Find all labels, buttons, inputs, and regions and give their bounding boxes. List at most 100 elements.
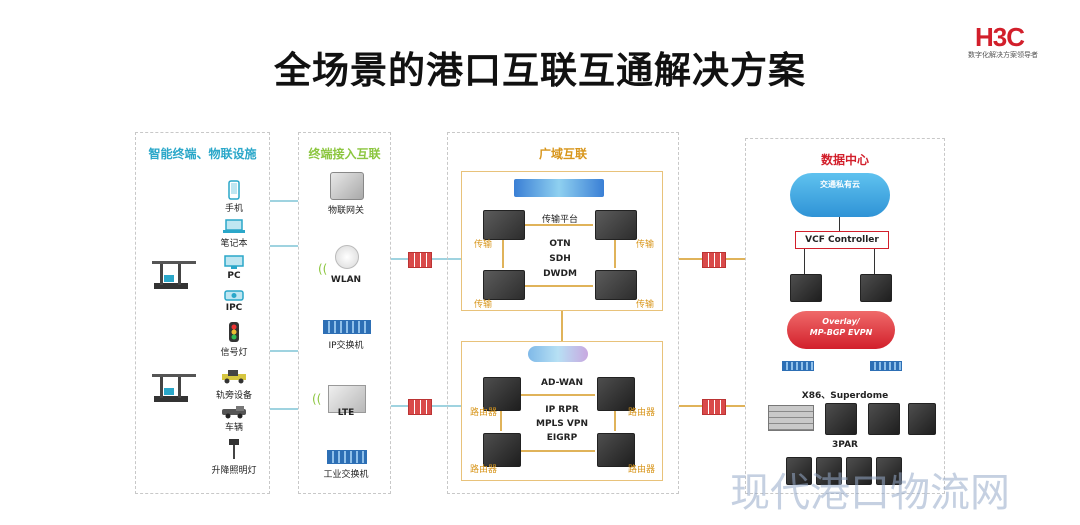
page-title: 全场景的港口互联互通解决方案	[274, 49, 806, 92]
access-label-industrial-switch: 工业交换机	[323, 470, 369, 480]
routing-link	[521, 394, 595, 396]
router-icon	[597, 433, 635, 467]
lamp-icon	[229, 439, 239, 459]
logo-tagline: 数字化解决方案领导者	[968, 51, 1038, 59]
routing-box	[461, 341, 663, 481]
transport-link	[525, 224, 593, 226]
superdome-server-icon	[868, 403, 900, 435]
firewall-icon	[702, 252, 726, 268]
h3c-logo: H3C	[975, 22, 1025, 52]
watermark: 现代港口物流网	[730, 470, 1010, 516]
superdome-server-icon	[908, 403, 936, 435]
lte-base-station-icon	[328, 385, 366, 413]
storage-array-icon	[816, 457, 842, 485]
storage-label: 3PAR	[832, 440, 858, 450]
wireless-signal-icon: ((	[318, 262, 328, 276]
transport-box	[461, 171, 663, 311]
access-label-ip-switch: IP交换机	[328, 341, 364, 351]
router-label: 路由器	[470, 465, 498, 475]
transport-node-label: 传输	[636, 300, 655, 310]
terminal-label-track: 轨旁设备	[215, 391, 252, 401]
router-label: 路由器	[628, 465, 656, 475]
ip-switch-icon	[323, 320, 371, 334]
terminal-label-phone: 手机	[224, 204, 243, 214]
leaf-switch-icon	[782, 361, 814, 371]
routing-tech-mpls-vpn: MPLS VPN	[536, 419, 588, 429]
iot-gateway-icon	[330, 172, 364, 200]
dc-link	[804, 249, 805, 274]
terminals-panel: 智能终端、物联设施	[135, 132, 270, 494]
camera-icon	[224, 290, 244, 301]
access-label-lte: LTE	[337, 408, 355, 418]
transport-node-label: 传输	[636, 240, 655, 250]
access-panel-title: 终端接入互联	[308, 147, 381, 161]
storage-array-icon	[786, 457, 812, 485]
traffic-light-icon	[229, 322, 239, 342]
overlay-label: Overlay/ MP-BGP EVPN	[809, 317, 873, 337]
spine-switch-icon	[790, 274, 822, 302]
routing-tech-ip-rpr: IP RPR	[545, 405, 579, 415]
transport-node-label: 传输	[474, 240, 493, 250]
transport-link	[614, 240, 616, 268]
servers-label: X86、Superdome	[801, 391, 889, 401]
access-label-wlan: WLAN	[330, 275, 362, 285]
vehicle-icon	[222, 406, 246, 419]
link-line	[270, 245, 298, 247]
transport-tech-sdh: SDH	[549, 254, 571, 264]
datacenter-panel-title: 数据中心	[820, 153, 869, 167]
router-label: 路由器	[628, 408, 656, 418]
transport-platform-label: 传输平台	[541, 215, 578, 225]
router-icon	[483, 377, 521, 411]
access-label-iot-gateway: 物联网关	[327, 206, 364, 216]
transport-link	[502, 240, 504, 268]
dc-link	[839, 217, 840, 231]
firewall-icon	[702, 399, 726, 415]
access-panel: 终端接入互联	[298, 132, 391, 494]
laptop-icon	[223, 219, 245, 233]
transport-node-label: 传输	[474, 300, 493, 310]
lte-signal-icon: ((	[312, 392, 322, 406]
transport-node-icon	[595, 210, 637, 240]
pc-icon	[224, 255, 244, 269]
storage-array-icon	[846, 457, 872, 485]
firewall-icon	[408, 252, 432, 268]
transport-node-icon	[595, 270, 637, 300]
link-line	[270, 408, 298, 410]
terminal-label-ipc: IPC	[225, 303, 243, 313]
transport-link	[525, 285, 593, 287]
overlay-cloud-icon	[787, 311, 895, 349]
terminals-panel-title: 智能终端、物联设施	[148, 147, 257, 161]
datacenter-panel: 数据中心	[745, 138, 945, 494]
wan-panel: 广域互联	[447, 132, 679, 494]
transport-tech-dwdm: DWDM	[543, 269, 577, 279]
vcf-controller-label: VCF Controller	[795, 231, 889, 249]
industrial-switch-icon	[327, 450, 367, 464]
routing-tech-eigrp: EIGRP	[546, 433, 578, 443]
x86-server-icon	[768, 405, 814, 431]
crane-icon	[152, 261, 196, 289]
dc-link	[874, 249, 875, 274]
routing-link	[500, 411, 502, 431]
firewall-icon	[408, 399, 432, 415]
transport-node-icon	[483, 210, 525, 240]
wan-panel-title: 广域互联	[538, 147, 587, 161]
router-label: 路由器	[470, 408, 498, 418]
transport-routing-link	[561, 311, 563, 341]
wan-cloud-icon	[528, 346, 588, 362]
track-device-icon	[222, 370, 246, 384]
router-icon	[483, 433, 521, 467]
link-line	[270, 350, 298, 352]
routing-tech-adwan: AD-WAN	[541, 378, 583, 388]
routing-link	[521, 450, 595, 452]
phone-icon	[228, 180, 240, 200]
link-line	[270, 200, 298, 202]
terminal-label-lamp: 升降照明灯	[211, 466, 257, 476]
router-icon	[597, 377, 635, 411]
superdome-server-icon	[825, 403, 857, 435]
wifi-ap-icon	[335, 245, 359, 269]
transport-tech-otn: OTN	[549, 239, 571, 249]
transport-platform-icon	[514, 179, 604, 197]
terminal-label-vehicle: 车辆	[224, 423, 243, 433]
terminal-label-pc: PC	[227, 271, 241, 281]
crane-icon	[152, 374, 196, 402]
